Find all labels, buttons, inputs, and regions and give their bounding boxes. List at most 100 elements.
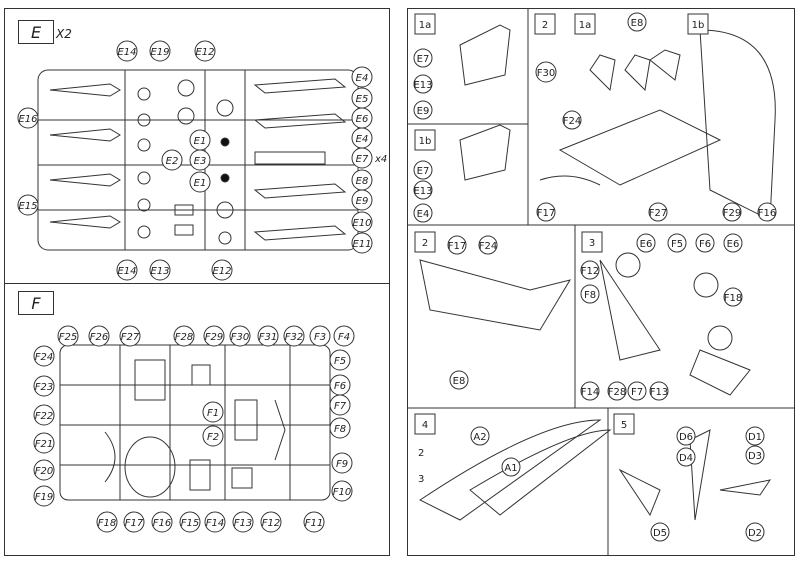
svg-text:D4: D4 <box>679 453 693 464</box>
wing-part <box>253 183 347 199</box>
svg-text:D6: D6 <box>679 432 693 443</box>
callout-e10: E10 <box>352 218 371 229</box>
callout-e6: E6 <box>356 114 369 125</box>
callout-e14: E14 <box>117 47 136 58</box>
svg-text:F12: F12 <box>262 518 280 529</box>
svg-text:F28: F28 <box>175 332 193 343</box>
svg-text:E9: E9 <box>417 106 430 117</box>
svg-text:F10: F10 <box>333 487 351 498</box>
svg-text:F21: F21 <box>35 439 53 450</box>
callout-e1: E1 <box>194 136 207 147</box>
svg-text:E8: E8 <box>631 18 644 29</box>
svg-text:F16: F16 <box>758 208 776 219</box>
svg-text:F19: F19 <box>35 492 53 503</box>
ring-part <box>218 231 232 245</box>
fuselage-drawing <box>469 429 612 516</box>
cockpit-drawing <box>419 259 572 331</box>
svg-text:F7: F7 <box>334 401 347 412</box>
svg-text:F1: F1 <box>207 408 219 419</box>
svg-text:F13: F13 <box>650 387 668 398</box>
svg-text:F11: F11 <box>305 518 323 529</box>
svg-text:D3: D3 <box>748 451 762 462</box>
svg-text:E4: E4 <box>417 209 430 220</box>
sprue-e-quantity: X2 <box>56 27 72 41</box>
svg-text:E6: E6 <box>640 239 653 250</box>
bulkhead-drawing <box>699 29 776 221</box>
svg-text:F4: F4 <box>338 332 350 343</box>
disc-part <box>220 137 230 147</box>
sprue-e-tag: E <box>18 20 54 44</box>
fuselage-drawing <box>419 419 602 521</box>
ring-part <box>216 201 234 219</box>
callout-e1: E1 <box>194 178 207 189</box>
ring-part <box>216 99 234 117</box>
fan-part <box>177 107 195 125</box>
callout-e9: E9 <box>356 196 369 207</box>
sprue-f-tag: F <box>18 291 54 315</box>
callout-e2: E2 <box>166 156 179 167</box>
callout-e5: E5 <box>356 94 369 105</box>
floor-drawing <box>558 109 722 186</box>
svg-text:F6: F6 <box>699 239 711 250</box>
wheel-part <box>137 225 151 239</box>
svg-text:F16: F16 <box>153 518 171 529</box>
wheel-drawing <box>615 252 641 278</box>
svg-text:F18: F18 <box>98 518 116 529</box>
svg-text:D5: D5 <box>653 528 667 539</box>
svg-text:2: 2 <box>422 238 428 249</box>
svg-text:F17: F17 <box>125 518 144 529</box>
seat-drawing <box>649 49 681 81</box>
callout-e7: E7 <box>356 154 369 165</box>
curved-part <box>539 175 601 186</box>
svg-text:F26: F26 <box>90 332 108 343</box>
callout-e4: E4 <box>356 134 369 145</box>
svg-text:1b: 1b <box>419 136 432 147</box>
svg-text:F32: F32 <box>285 332 303 343</box>
svg-text:F24: F24 <box>563 116 581 127</box>
svg-text:D2: D2 <box>748 528 762 539</box>
seat-drawing <box>459 24 511 86</box>
curved-part <box>104 431 116 483</box>
callout-e13: E13 <box>150 266 169 277</box>
small-part <box>174 224 194 236</box>
svg-text:F7: F7 <box>631 387 643 398</box>
wheel-part <box>137 87 151 101</box>
svg-text:D1: D1 <box>748 432 762 443</box>
svg-text:F27: F27 <box>121 332 140 343</box>
assembly-steps-panel <box>407 8 795 556</box>
wheel-part <box>137 171 151 185</box>
svg-text:F24: F24 <box>35 352 53 363</box>
svg-text:3: 3 <box>589 238 595 249</box>
disc-part <box>220 173 230 183</box>
frame-part <box>189 459 211 491</box>
svg-text:E13: E13 <box>413 186 432 197</box>
callout-e4: E4 <box>356 73 369 84</box>
svg-text:1b: 1b <box>692 20 705 31</box>
svg-text:F20: F20 <box>35 466 53 477</box>
landing-gear-drawing <box>599 259 661 361</box>
exhaust-part <box>49 173 121 187</box>
callout-e12: E12 <box>195 47 214 58</box>
svg-text:1a: 1a <box>419 20 432 31</box>
svg-text:F17: F17 <box>448 241 466 252</box>
svg-text:E13: E13 <box>413 80 432 91</box>
sprue-f-frame <box>59 344 331 501</box>
svg-text:F3: F3 <box>314 332 326 343</box>
sprue-divider <box>4 283 390 284</box>
callout-e15: E15 <box>18 201 37 212</box>
wheel-part <box>137 138 151 152</box>
svg-text:F24: F24 <box>479 241 497 252</box>
bracket-part <box>191 364 211 386</box>
svg-text:F22: F22 <box>35 411 53 422</box>
svg-text:F5: F5 <box>334 356 346 367</box>
wing-part <box>253 78 347 94</box>
svg-text:A2: A2 <box>473 432 486 443</box>
seat-drawing <box>589 54 616 92</box>
svg-text:E7: E7 <box>417 166 430 177</box>
svg-text:F31: F31 <box>259 332 277 343</box>
svg-text:F27: F27 <box>649 208 667 219</box>
small-part <box>231 467 253 489</box>
svg-text:F6: F6 <box>334 381 346 392</box>
seat-drawing <box>459 124 511 181</box>
